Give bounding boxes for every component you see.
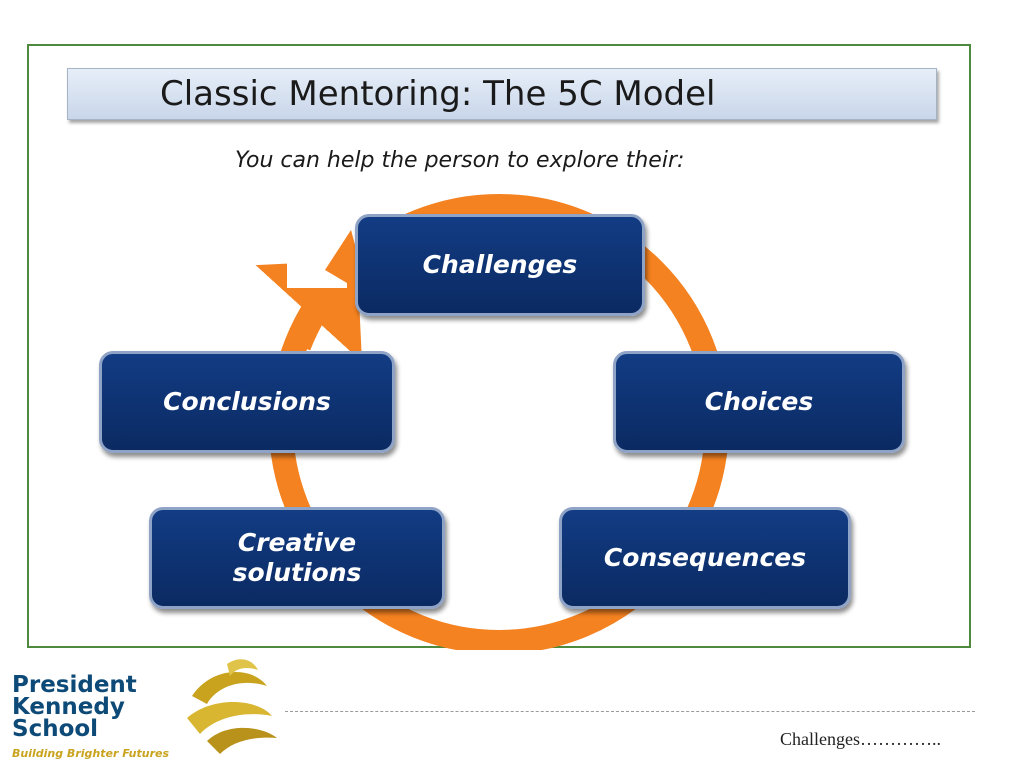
footer-divider [285,711,975,712]
ribbon-emblem-icon [187,659,277,754]
cycle-arrow [255,260,363,362]
slide-subtitle: You can help the person to explore their… [235,148,685,173]
node-consequences: Consequences [559,507,851,609]
logo-line-1: President [12,672,137,698]
footer-text: Challenges………….. [780,729,941,749]
logo-tagline: Building Brighter Futures [12,747,170,760]
node-challenges-label: Challenges [422,250,578,279]
logo-line-2: Kennedy [12,694,125,720]
node-challenges: Challenges [355,214,645,316]
node-choices: Choices [613,351,905,453]
node-choices-label: Choices [704,387,814,416]
school-logo: President Kennedy School Building Bright… [12,672,202,764]
node-creative-solutions: Creative solutions [149,507,445,609]
slide-frame: Classic Mentoring: The 5C Model You can … [27,44,971,650]
logo-line-3: School [12,716,99,742]
node-consequences-label: Consequences [603,543,807,572]
node-conclusions: Conclusions [99,351,395,453]
node-creative-solutions-label: Creative solutions [232,528,362,587]
slide-title: Classic Mentoring: The 5C Model [67,68,937,120]
node-conclusions-label: Conclusions [163,387,331,416]
